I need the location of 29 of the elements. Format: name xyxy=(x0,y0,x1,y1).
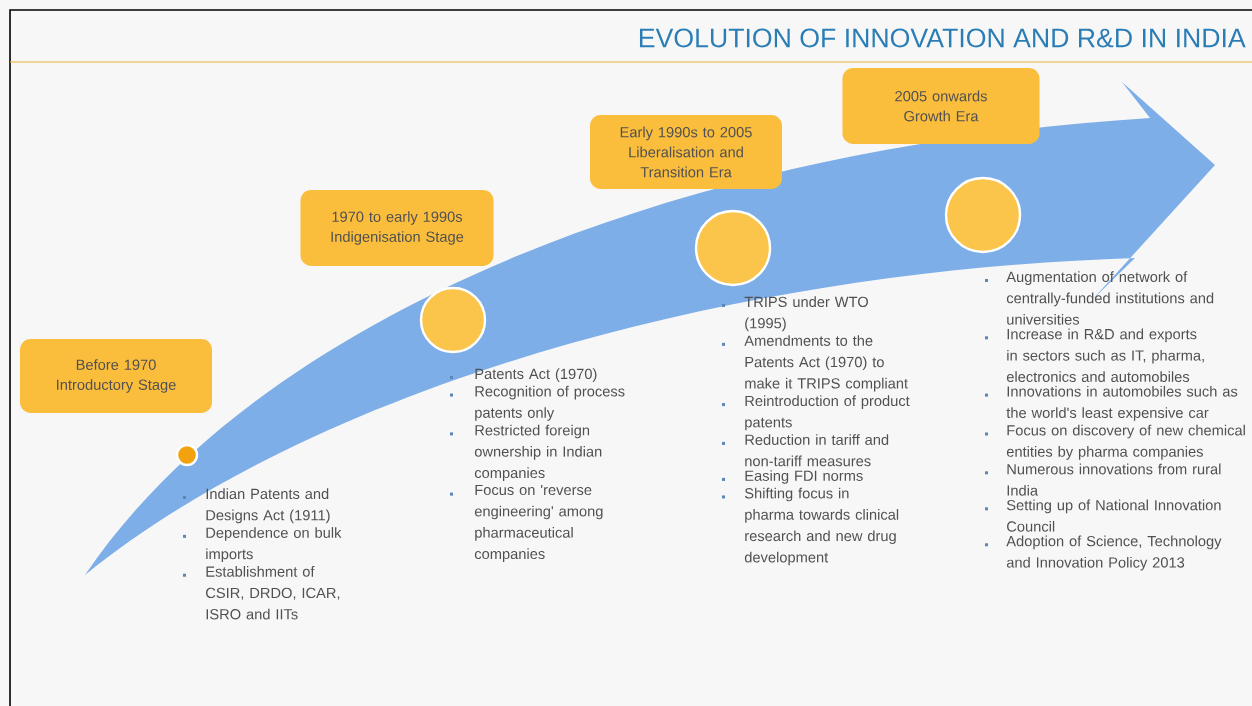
bullet-item: Innovations in automobiles such as the world's least expensive car xyxy=(985,385,1238,421)
bullet-item: Increase in R&D and exports in sectors such as IT, pharma, electronics and automobiles xyxy=(985,328,1204,382)
stage-box: 1970 to early 1990s Indigenisation Stage xyxy=(300,190,494,266)
bullet-item: Augmentation of network of centrally-funded institutions and universities xyxy=(985,271,1214,325)
bullet-item: TRIPS under WTO (1995) xyxy=(722,296,868,332)
milestone-circle xyxy=(944,176,1022,254)
stage-box: 2005 onwards Growth Era xyxy=(842,68,1040,144)
bullet-item: Establishment of CSIR, DRDO, ICAR, ISRO and IITs xyxy=(183,566,340,620)
bullet-item: Focus on 'reverse engineering' among pharmaceutical companies xyxy=(450,484,603,562)
bullet-item: Restricted foreign ownership in Indian companies xyxy=(450,424,602,481)
bullet-item: Adoption of Science, Technology and Innovation Policy 2013 xyxy=(985,535,1222,571)
bullet-item: Recognition of process patents only xyxy=(450,385,625,421)
bullet-item: Amendments to the Patents Act (1970) to make it TRIPS compliant xyxy=(722,335,908,392)
bullet-item: Easing FDI norms xyxy=(722,470,863,484)
bullet-item: Patents Act (1970) xyxy=(450,368,597,382)
milestone-circle xyxy=(694,209,772,287)
bullet-item: Setting up of National Innovation Council xyxy=(985,499,1221,532)
stage-box: Early 1990s to 2005 Liberalisation and Transition Era xyxy=(590,115,782,189)
stage-box: Before 1970 Introductory Stage xyxy=(20,339,212,413)
bullet-item: Reduction in tariff and non-tariff measures xyxy=(722,434,889,467)
milestone-circle xyxy=(419,286,487,354)
bullet-item: Focus on discovery of new chemical entities by pharma companies xyxy=(985,424,1245,460)
bullet-item: Dependence on bulk imports xyxy=(183,527,342,563)
bullet-item: Shifting focus in pharma towards clinical research and new drug development xyxy=(722,487,899,566)
bullet-item: Reintroduction of product patents xyxy=(722,395,910,431)
title: EVOLUTION OF INNOVATION AND R&D IN INDIA xyxy=(640,28,1246,48)
bullet-item: Indian Patents and Designs Act (1911) xyxy=(183,488,330,524)
bullet-item: Numerous innovations from rural India xyxy=(985,463,1221,496)
milestone-circle xyxy=(175,443,199,467)
